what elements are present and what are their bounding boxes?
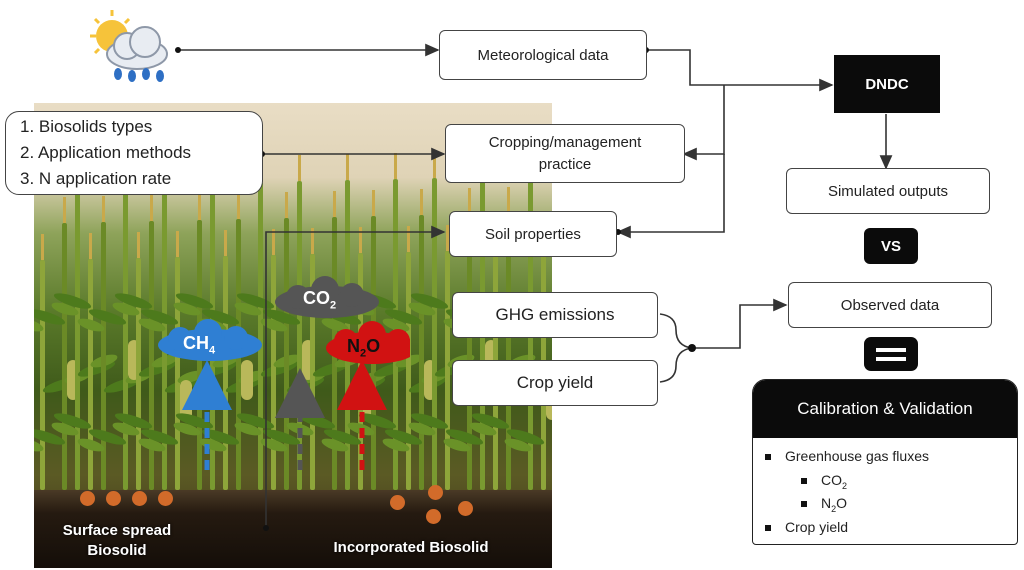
simulated-outputs-label: Simulated outputs xyxy=(827,182,949,200)
corn-tassel xyxy=(394,153,397,179)
corn-tassel xyxy=(224,230,227,256)
corn-stalk xyxy=(88,259,93,490)
ch4-cloud-icon xyxy=(158,319,262,361)
corn-tassel xyxy=(285,192,288,218)
biosolid-pellet xyxy=(106,491,121,506)
corn-tassel xyxy=(346,154,349,180)
equals-icon xyxy=(864,337,918,371)
biosolid-pellet xyxy=(458,501,473,516)
co2-item: CO2 xyxy=(801,472,847,491)
calibration-validation-panel: Calibration & Validation Greenhouse gas … xyxy=(752,379,1018,545)
corn-tassel xyxy=(298,155,301,181)
corn-tassel xyxy=(41,234,44,260)
corn-stalk xyxy=(101,222,106,490)
corn-stalk xyxy=(445,251,450,490)
corn-stalk xyxy=(162,184,167,490)
corn-stalk xyxy=(467,214,472,490)
corn-stalk xyxy=(75,186,80,490)
factor-item: 2. Application methods xyxy=(20,143,192,162)
crop-yield-item: Crop yield xyxy=(765,519,848,535)
soil-properties-box: Soil properties xyxy=(449,211,617,257)
observed-data-label: Observed data xyxy=(840,296,940,314)
corn-stalk xyxy=(506,213,511,490)
corn-tassel xyxy=(89,233,92,259)
incorporated-label: Incorporated Biosolid xyxy=(333,539,489,556)
co2-label: CO2 xyxy=(303,288,337,312)
crop-yield-box: Crop yield xyxy=(452,360,658,406)
n2o-label: N2O xyxy=(347,336,381,360)
simulated-outputs-box: Simulated outputs xyxy=(786,168,990,214)
soil-properties-label: Soil properties xyxy=(485,225,581,243)
corn-tassel xyxy=(333,191,336,217)
meteorological-data-box: Meteorological data xyxy=(439,30,647,80)
biosolid-pellet xyxy=(428,485,443,500)
corn-stalk xyxy=(62,223,67,490)
co2-cloud-icon xyxy=(275,276,379,318)
ghg-emissions-box: GHG emissions xyxy=(452,292,658,338)
corn-tassel xyxy=(359,227,362,253)
n2o-cloud-icon xyxy=(326,321,410,364)
meteorological-data-label: Meteorological data xyxy=(477,46,609,64)
observed-data-box: Observed data xyxy=(788,282,992,328)
corn-tassel xyxy=(420,189,423,215)
corn-tassel xyxy=(102,196,105,222)
biosolids-factors-box: 1. Biosolids types 2. Application method… xyxy=(5,111,263,195)
biosolid-pellet xyxy=(390,495,405,510)
corn-stalk xyxy=(406,252,411,490)
corn-tassel xyxy=(433,152,436,178)
vs-badge: VS xyxy=(864,228,918,264)
vs-label: VS xyxy=(880,237,901,255)
corn-stalk xyxy=(284,218,289,490)
calibration-validation-title: Calibration & Validation xyxy=(753,380,1017,438)
corn-stalk xyxy=(419,215,424,490)
biosolid-pellet xyxy=(158,491,173,506)
corn-stalk xyxy=(175,257,180,490)
corn-tassel xyxy=(272,229,275,255)
ch4-label: CH4 xyxy=(183,333,216,357)
biosolid-pellet xyxy=(80,491,95,506)
corn-tassel xyxy=(176,231,179,257)
corn-tassel xyxy=(137,232,140,258)
corn-stalk xyxy=(40,260,45,490)
corn-tassel xyxy=(198,194,201,220)
gas-flux-graphics xyxy=(158,276,410,470)
corn-stalk xyxy=(149,221,154,490)
n2o-item: N2O xyxy=(801,495,847,514)
biosolid-pellet xyxy=(132,491,147,506)
crop-yield-label: Crop yield xyxy=(516,373,594,392)
corn-tassel xyxy=(407,226,410,252)
weather-icon xyxy=(82,6,182,86)
corn-stalk xyxy=(297,181,302,490)
biosolid-pellet xyxy=(426,509,441,524)
corn-stalk xyxy=(271,255,276,490)
corn-stalk xyxy=(123,185,128,490)
corn-ear xyxy=(241,360,253,400)
corn-tassel xyxy=(311,228,314,254)
corn-tassel xyxy=(507,187,510,213)
corn-tassel xyxy=(237,193,240,219)
corn-stalk xyxy=(258,182,263,490)
corn-stalk xyxy=(432,178,437,490)
factor-item: 3. N application rate xyxy=(20,169,172,188)
corn-tassel xyxy=(446,225,449,251)
corn-tassel xyxy=(63,197,66,223)
corn-tassel xyxy=(468,188,471,214)
dndc-model-box: DNDC xyxy=(834,55,940,113)
ghg-fluxes-item: Greenhouse gas fluxes xyxy=(765,448,929,464)
factor-item: 1. Biosolids types xyxy=(20,117,153,136)
corn-tassel xyxy=(150,195,153,221)
ghg-emissions-label: GHG emissions xyxy=(495,305,615,324)
corn-tassel xyxy=(372,190,375,216)
dndc-label: DNDC xyxy=(865,75,909,93)
